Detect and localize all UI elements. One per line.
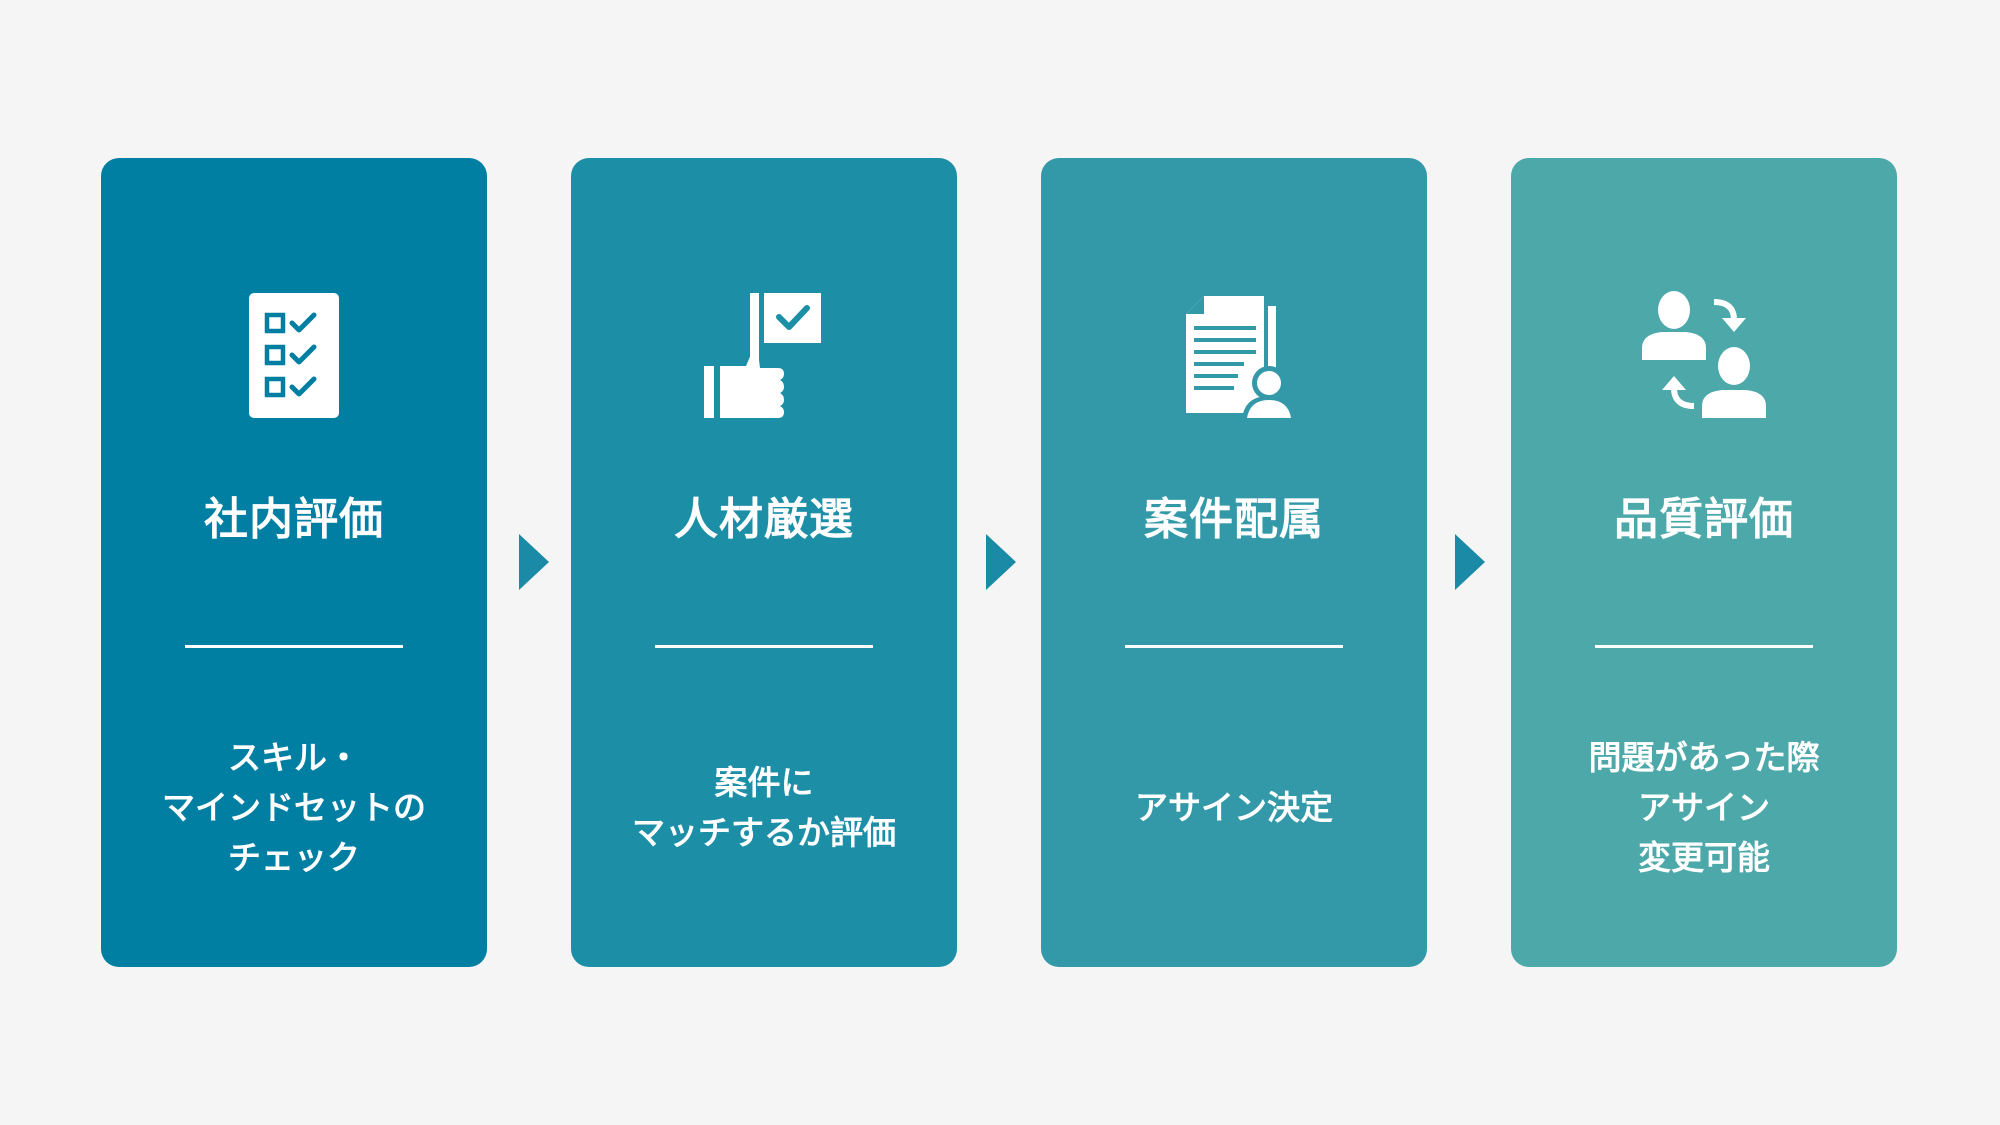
step-card-talent-selection: 人材厳選 案件に マッチするか評価 (571, 158, 957, 967)
step-description: 問題があった際 アサイン 変更可能 (1588, 738, 1820, 877)
flow-arrow-icon (986, 534, 1016, 590)
flow-arrow-icon (519, 534, 549, 590)
flag-thumbs-up-icon (694, 288, 834, 428)
step-title: 社内評価 (204, 494, 384, 545)
checklist-icon (224, 288, 364, 428)
divider (1595, 645, 1813, 648)
step-description: スキル・ マインドセットの チェック (162, 738, 426, 877)
step-card-quality-evaluation: 品質評価 問題があった際 アサイン 変更可能 (1511, 158, 1897, 967)
divider (655, 645, 873, 648)
divider (1125, 645, 1343, 648)
flow-arrow-icon (1455, 534, 1485, 590)
step-card-project-assignment: 案件配属 アサイン決定 (1041, 158, 1427, 967)
divider (185, 645, 403, 648)
step-title: 案件配属 (1144, 494, 1324, 545)
step-description: 案件に マッチするか評価 (632, 763, 896, 852)
document-person-icon (1164, 288, 1304, 428)
step-title: 品質評価 (1614, 494, 1794, 545)
step-title: 人材厳選 (674, 494, 854, 545)
swap-users-icon (1634, 288, 1774, 428)
step-card-internal-evaluation: 社内評価 スキル・ マインドセットの チェック (101, 158, 487, 967)
step-description: アサイン決定 (1135, 788, 1333, 827)
